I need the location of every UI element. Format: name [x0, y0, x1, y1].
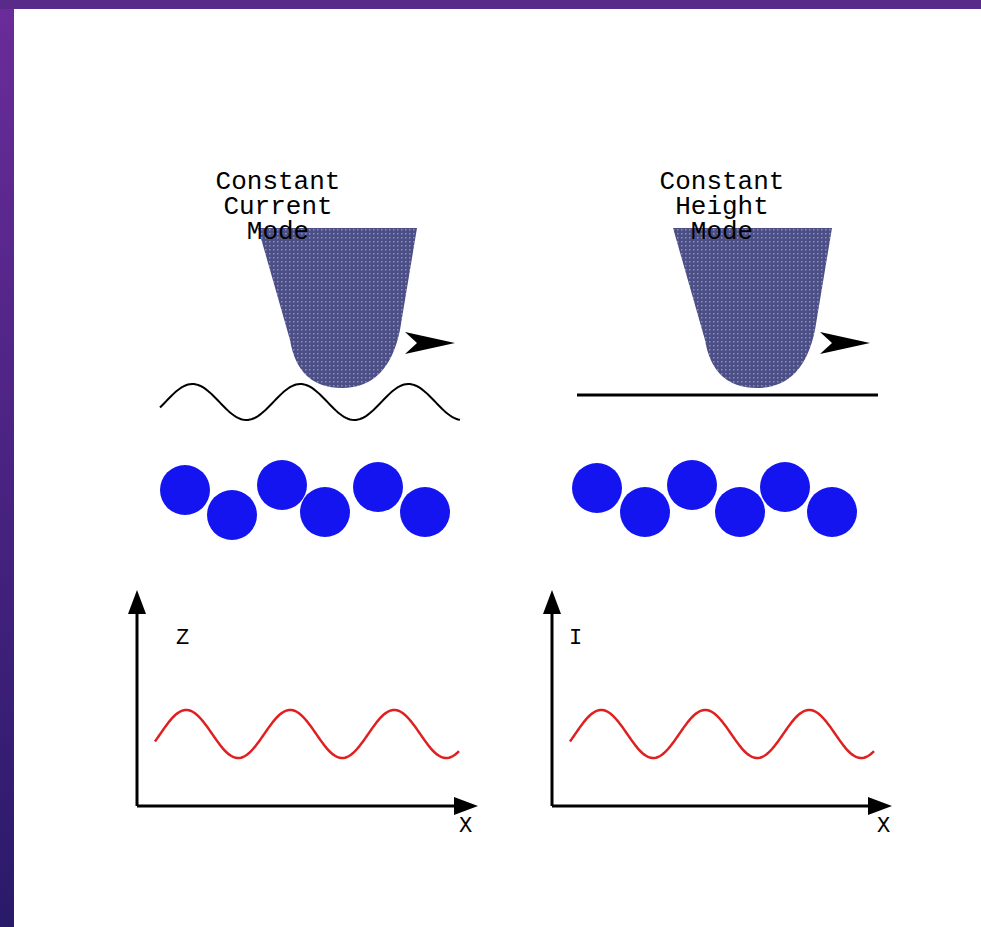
axis-label: Z: [176, 628, 189, 650]
surface-atom: [760, 462, 810, 512]
stm-tip: [673, 228, 832, 388]
surface-atom: [353, 462, 403, 512]
axis-arrowhead: [454, 797, 478, 815]
axis-line: [136, 612, 139, 806]
surface-atom: [667, 460, 717, 510]
constant-current-path: [160, 384, 460, 420]
surface-atom: [572, 463, 622, 513]
scan-arrow: [405, 332, 455, 354]
surface-atom: [207, 490, 257, 540]
mode-title: Constant Current Mode: [203, 170, 353, 245]
surface-atom: [715, 487, 765, 537]
surface-atom: [807, 487, 857, 537]
constant-height-path: [577, 394, 878, 397]
surface-atom: [257, 460, 307, 510]
top-band: [0, 0, 981, 9]
axis-arrowhead: [543, 590, 561, 614]
axis-arrowhead: [128, 590, 146, 614]
axis-label: X: [877, 816, 890, 838]
axis-line: [137, 805, 458, 808]
stm-tip: [258, 228, 417, 388]
axis-label: I: [569, 628, 582, 650]
surface-atom: [400, 487, 450, 537]
side-band: [0, 0, 14, 927]
axis-label: X: [459, 816, 472, 838]
axis-line: [551, 612, 554, 806]
signal-trace: [570, 710, 874, 758]
axis-line: [552, 805, 872, 808]
axis-arrowhead: [868, 797, 892, 815]
surface-atom: [300, 487, 350, 537]
mode-title: Constant Height Mode: [647, 170, 797, 245]
scan-arrow: [820, 332, 870, 354]
signal-trace: [155, 710, 459, 758]
surface-atom: [160, 465, 210, 515]
surface-atom: [620, 487, 670, 537]
